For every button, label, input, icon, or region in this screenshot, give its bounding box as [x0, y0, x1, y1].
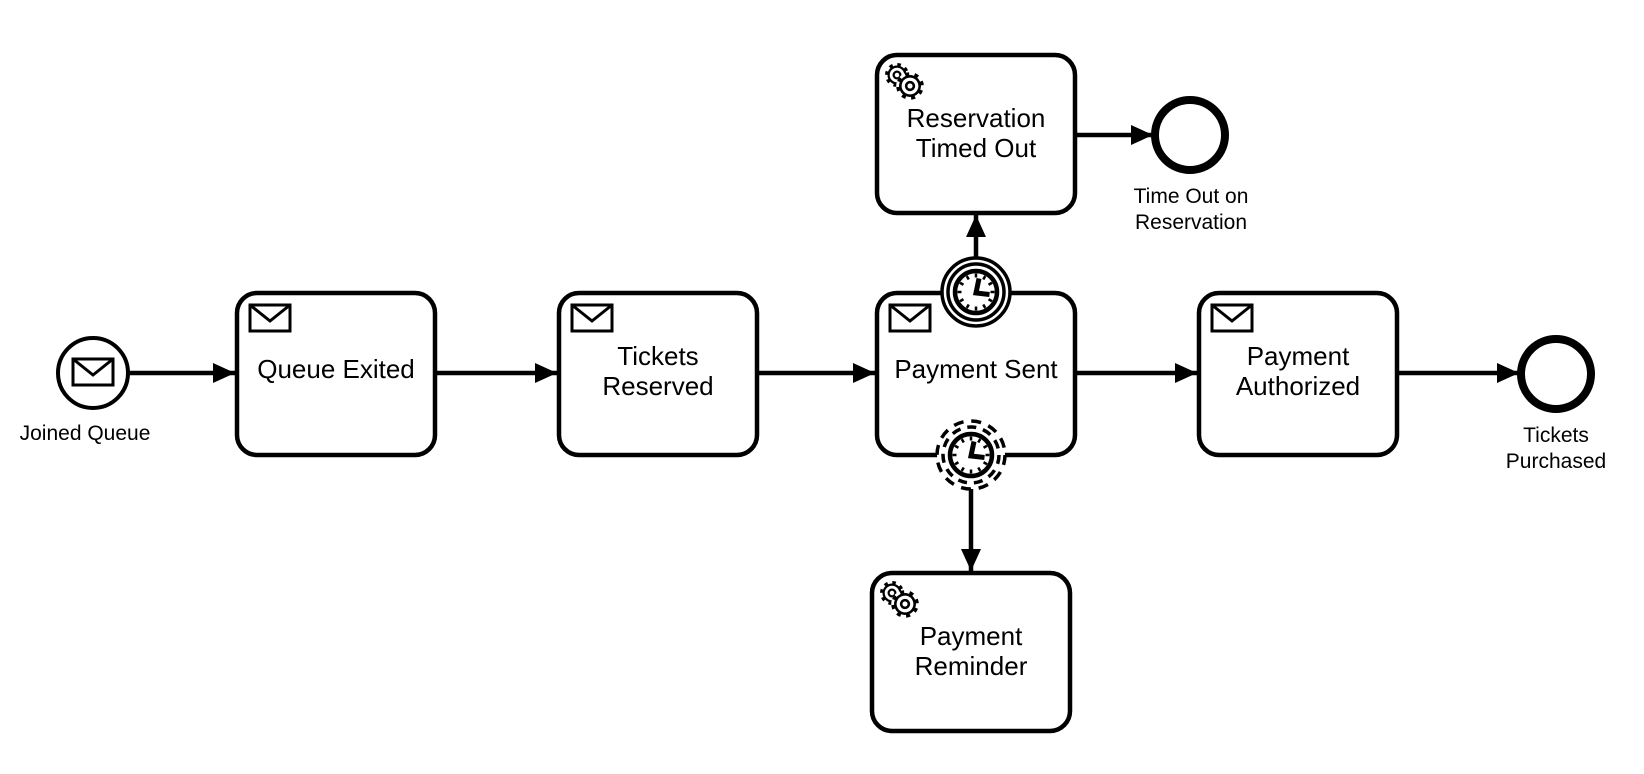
message-envelope-icon	[71, 357, 115, 387]
task-shape[interactable]	[869, 570, 1073, 734]
end-event-circle[interactable]	[1151, 96, 1229, 174]
task-queue-exited[interactable]: Queue Exited	[234, 290, 438, 458]
task-label-line-2: Authorized	[1236, 371, 1360, 401]
task-label: Queue Exited	[257, 354, 415, 384]
task-shape[interactable]	[234, 290, 438, 458]
timer-clock-icon	[955, 271, 997, 313]
end-event-label-line-1: Tickets	[1523, 424, 1589, 447]
message-envelope-icon	[888, 303, 932, 333]
task-label-line-2: Reserved	[602, 371, 713, 401]
task-shape[interactable]	[556, 290, 760, 458]
task-payment-authorized[interactable]: Payment Authorized	[1196, 290, 1400, 458]
task-shape[interactable]	[874, 52, 1078, 216]
message-envelope-icon	[248, 303, 292, 333]
task-shape[interactable]	[1196, 290, 1400, 458]
task-payment-reminder[interactable]: Payment Reminder	[869, 570, 1073, 734]
timer-clock-icon	[950, 434, 992, 476]
task-label: Payment Sent	[894, 354, 1058, 384]
end-event-label-line-1: Time Out on	[1134, 185, 1249, 208]
end-event-circle[interactable]	[1517, 335, 1595, 413]
end-event-label-line-2: Purchased	[1506, 450, 1606, 473]
task-label-line-2: Reminder	[915, 651, 1028, 681]
task-label-line-1: Reservation	[907, 103, 1046, 133]
message-envelope-icon	[1210, 303, 1254, 333]
task-tickets-reserved[interactable]: Tickets Reserved	[556, 290, 760, 458]
task-reservation-timed-out[interactable]: Reservation Timed Out	[874, 52, 1078, 216]
task-label-line-2: Timed Out	[916, 133, 1037, 163]
message-envelope-icon	[570, 303, 614, 333]
start-event-label: Joined Queue	[20, 422, 151, 445]
task-label-line-1: Payment	[920, 621, 1023, 651]
start-event-joined-queue[interactable]: Joined Queue	[20, 336, 151, 445]
boundary-timer-non-interrupting[interactable]	[935, 419, 1007, 491]
task-label-line-1: Tickets	[617, 341, 698, 371]
task-label-line-1: Payment	[1247, 341, 1350, 371]
end-event-label-line-2: Reservation	[1135, 211, 1247, 234]
task-payment-sent[interactable]: Payment Sent	[874, 290, 1078, 458]
boundary-timer-interrupting[interactable]	[940, 256, 1012, 328]
end-event-tickets-purchased[interactable]: Tickets Purchased	[1506, 335, 1606, 473]
end-event-time-out-on-reservation[interactable]: Time Out on Reservation	[1134, 96, 1249, 234]
